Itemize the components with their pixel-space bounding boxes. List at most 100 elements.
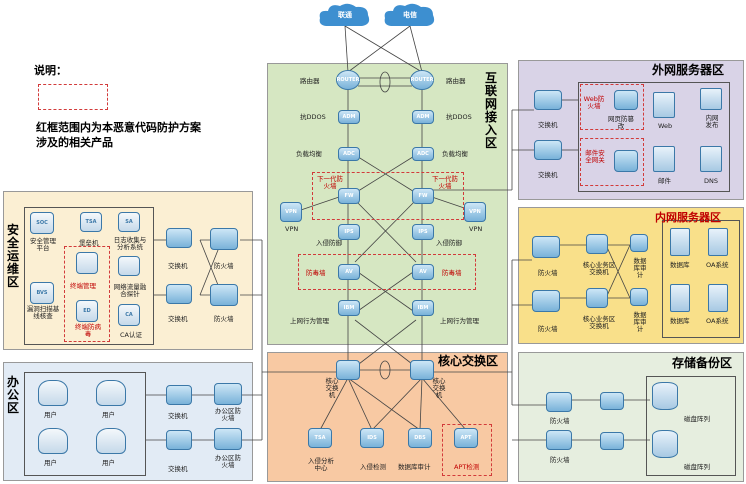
ca-icon: CA (118, 304, 140, 326)
cloud-icon (319, 3, 370, 27)
bastion-label: 堡垒机 (79, 239, 99, 247)
security-switch-top-label: 交换机 (168, 262, 188, 270)
internal-core-sw-top-label: 核心业务区交换机 (582, 261, 616, 276)
behavior-left-label: 上网行为管理 (290, 317, 329, 325)
vpn-left-label: VPN (285, 225, 299, 233)
ca-label: CA认证 (120, 331, 142, 339)
zone-title-internet: 互联网接入区 (485, 71, 498, 150)
external-switch-top-icon (534, 90, 562, 110)
core-switch-right-label: 核心交换机 (432, 377, 446, 399)
intranet-server-icon (700, 88, 722, 110)
load-balancer-left-label: 负载均衡 (296, 150, 322, 158)
vuln-scan-icon: BVS (30, 282, 54, 304)
terminal-mgmt-icon (76, 252, 98, 274)
zone-title-internal: 内网服务器区 (655, 211, 721, 224)
internal-db-bottom-icon (670, 284, 690, 312)
anti-ddos-right-icon: ADM (412, 110, 434, 124)
ngfw-right-icon: FW (412, 188, 434, 204)
ips-left-label: 入侵防御 (316, 239, 342, 247)
disk-array-top-icon (652, 382, 678, 410)
vpn-left-icon: VPN (280, 202, 302, 222)
disk-array-top-label: 磁盘阵列 (684, 415, 710, 423)
zone-storage (518, 352, 744, 482)
storage-fw-bottom-icon (546, 430, 572, 450)
legend-line1: 红框范围内为本恶意代码防护方案 (36, 121, 201, 134)
cloud-label: 电信 (403, 11, 417, 19)
internal-db-audit-top-icon (630, 234, 648, 252)
disk-array-bottom-icon (652, 430, 678, 458)
waf-highlight-box (580, 84, 644, 130)
user-icon (38, 380, 68, 406)
apt-icon: APT (454, 428, 478, 448)
log-analysis-label: 日志收集与分析系统 (113, 236, 147, 251)
tamper-label: 网页防篡改 (608, 115, 634, 130)
user-icon (38, 428, 68, 454)
user-label: 用户 (102, 459, 115, 467)
user-icon (96, 380, 126, 406)
legend-title: 说明： (34, 64, 67, 77)
external-servers-frame (578, 82, 730, 192)
zone-internal (518, 207, 744, 344)
ids-center-icon: TSA (308, 428, 332, 448)
storage-switch-top-icon (600, 392, 624, 410)
vpn-right-icon: VPN (464, 202, 486, 222)
anti-ddos-right-label: 抗DDOS (446, 113, 472, 121)
office-switch-top-icon (166, 385, 192, 405)
core-db-audit-icon: DBS (408, 428, 432, 448)
apt-label: APT检测 (454, 463, 480, 471)
netflow-probe-label: 网络流量融合探针 (113, 283, 147, 298)
mail-gateway-highlight-box (580, 138, 644, 186)
office-switch-bottom-label: 交换机 (168, 465, 188, 473)
internal-db-top-icon (670, 228, 690, 256)
external-switch-top-label: 交换机 (538, 121, 558, 129)
av-left-label: 防毒墙 (306, 269, 326, 277)
internal-db-bottom-label: 数据库 (670, 317, 690, 325)
user-icon (96, 428, 126, 454)
user-label: 用户 (44, 411, 57, 419)
ngfw-left-label: 下一代防火墙 (317, 175, 343, 190)
av-left-icon: AV (338, 264, 360, 280)
zone-title-core: 核心交换区 (438, 354, 499, 368)
internal-servers-frame (662, 220, 740, 338)
cloud-label: 联通 (338, 11, 352, 19)
external-switch-bottom-icon (534, 140, 562, 160)
internal-oa-top-icon (708, 228, 728, 256)
soc-label: 安全管理平台 (30, 237, 56, 252)
ids-center-label: 入侵分析中心 (308, 457, 334, 472)
office-switch-top-label: 交换机 (168, 412, 188, 420)
ips-right-label: 入侵防御 (436, 239, 462, 247)
internal-oa-bottom-label: OA系统 (706, 317, 729, 325)
load-balancer-right-label: 负载均衡 (442, 150, 468, 158)
core-switch-left-icon (336, 360, 360, 380)
zone-title-external: 外网服务器区 (652, 63, 725, 77)
office-fw-bottom-label: 办公区防火墙 (215, 454, 241, 469)
router-right-icon: ROUTER (410, 70, 434, 90)
internal-core-sw-bottom-icon (586, 288, 608, 308)
terminal-mgmt-label: 终端管理 (70, 282, 96, 290)
external-switch-bottom-label: 交换机 (538, 171, 558, 179)
ips-left-icon: IPS (338, 224, 360, 240)
netflow-probe-icon (118, 256, 140, 276)
legend-line2: 涉及的相关产品 (36, 136, 113, 149)
ngfw-left-icon: FW (338, 188, 360, 204)
router-right-label: 路由器 (446, 77, 466, 85)
disk-array-bottom-label: 磁盘阵列 (684, 463, 710, 471)
internal-core-sw-top-icon (586, 234, 608, 254)
log-analysis-icon: SA (118, 212, 140, 232)
router-left-label: 路由器 (300, 77, 320, 85)
router-left-icon: ROUTER (336, 70, 360, 90)
internal-oa-bottom-icon (708, 284, 728, 312)
zone-title-security: 安全运维区 (7, 223, 20, 289)
anti-ddos-left-label: 抗DDOS (300, 113, 326, 121)
internal-db-audit-top-label: 数据库审计 (633, 257, 647, 279)
dns-server-icon (700, 146, 722, 172)
behavior-right-icon: IBM (412, 300, 434, 316)
office-fw-top-icon (214, 383, 242, 405)
internal-fw-top-label: 防火墙 (538, 269, 558, 277)
ngfw-highlight-box (312, 172, 464, 220)
load-balancer-right-icon: ADC (412, 147, 434, 161)
behavior-left-icon: IBM (338, 300, 360, 316)
internal-core-sw-bottom-label: 核心业务区交换机 (582, 315, 616, 330)
storage-fw-bottom-label: 防火墙 (550, 456, 570, 464)
av-highlight-box (298, 254, 476, 290)
